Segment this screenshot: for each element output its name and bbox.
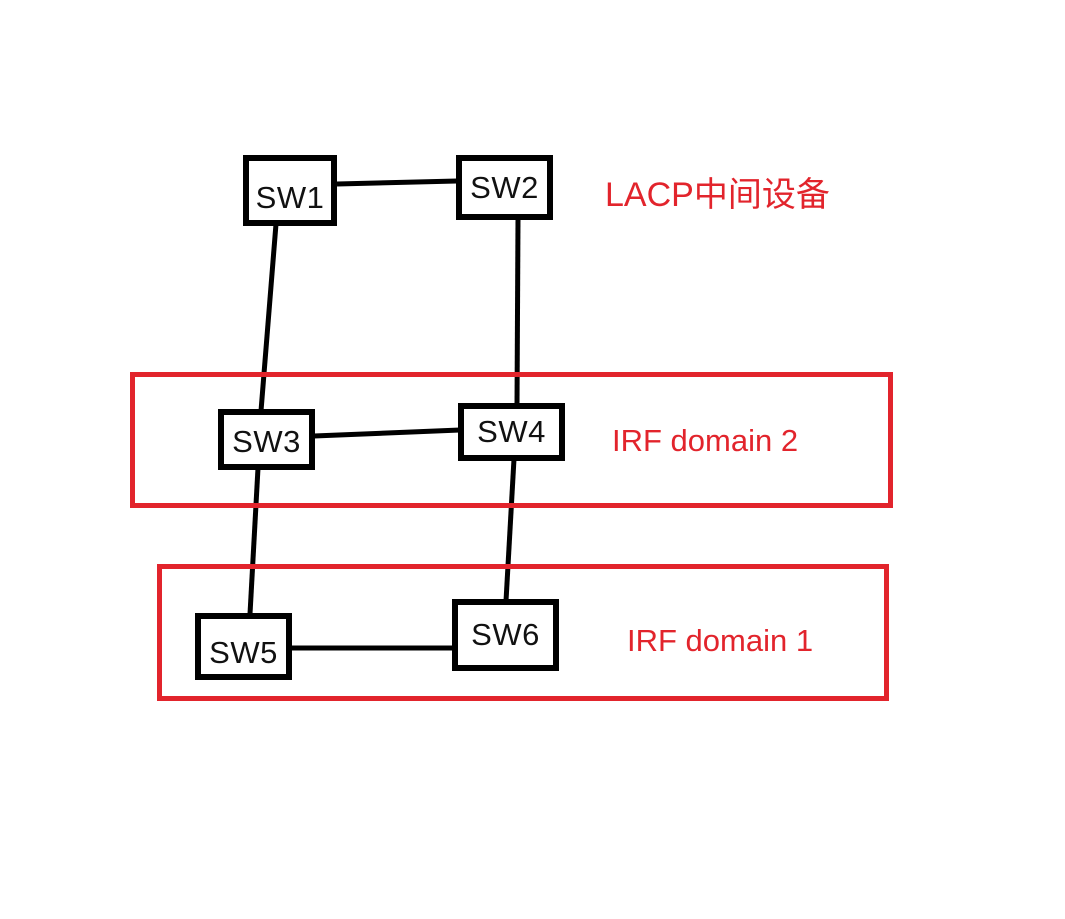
edge-sw1-sw2 [336,178,458,187]
edge-sw3-sw4 [313,427,461,439]
irf-domain-1-boundary [157,564,889,701]
node-sw2: SW2 [456,155,553,220]
edge-sw1-sw3 [258,223,279,412]
edge-sw4-sw6 [503,458,517,602]
node-sw6-label: SW6 [471,617,540,652]
node-sw1-label: SW1 [255,180,325,215]
lacp-annotation: LACP中间设备 [605,176,830,214]
irf-domain-2-label: IRF domain 2 [612,423,799,458]
irf-domain-2-boundary [130,372,893,508]
irf-domain-1-label: IRF domain 1 [627,623,814,658]
node-sw6: SW6 [452,599,559,671]
node-sw5-label: SW5 [209,635,278,670]
node-sw4: SW4 [458,403,565,461]
node-sw1: SW1 [243,155,337,226]
node-sw4-label: SW4 [477,414,546,449]
node-sw3: SW3 [218,409,315,470]
node-sw5: SW5 [195,613,292,680]
node-sw3-label: SW3 [232,423,301,459]
node-sw2-label: SW2 [470,169,539,205]
edge-sw3-sw5 [247,467,261,615]
